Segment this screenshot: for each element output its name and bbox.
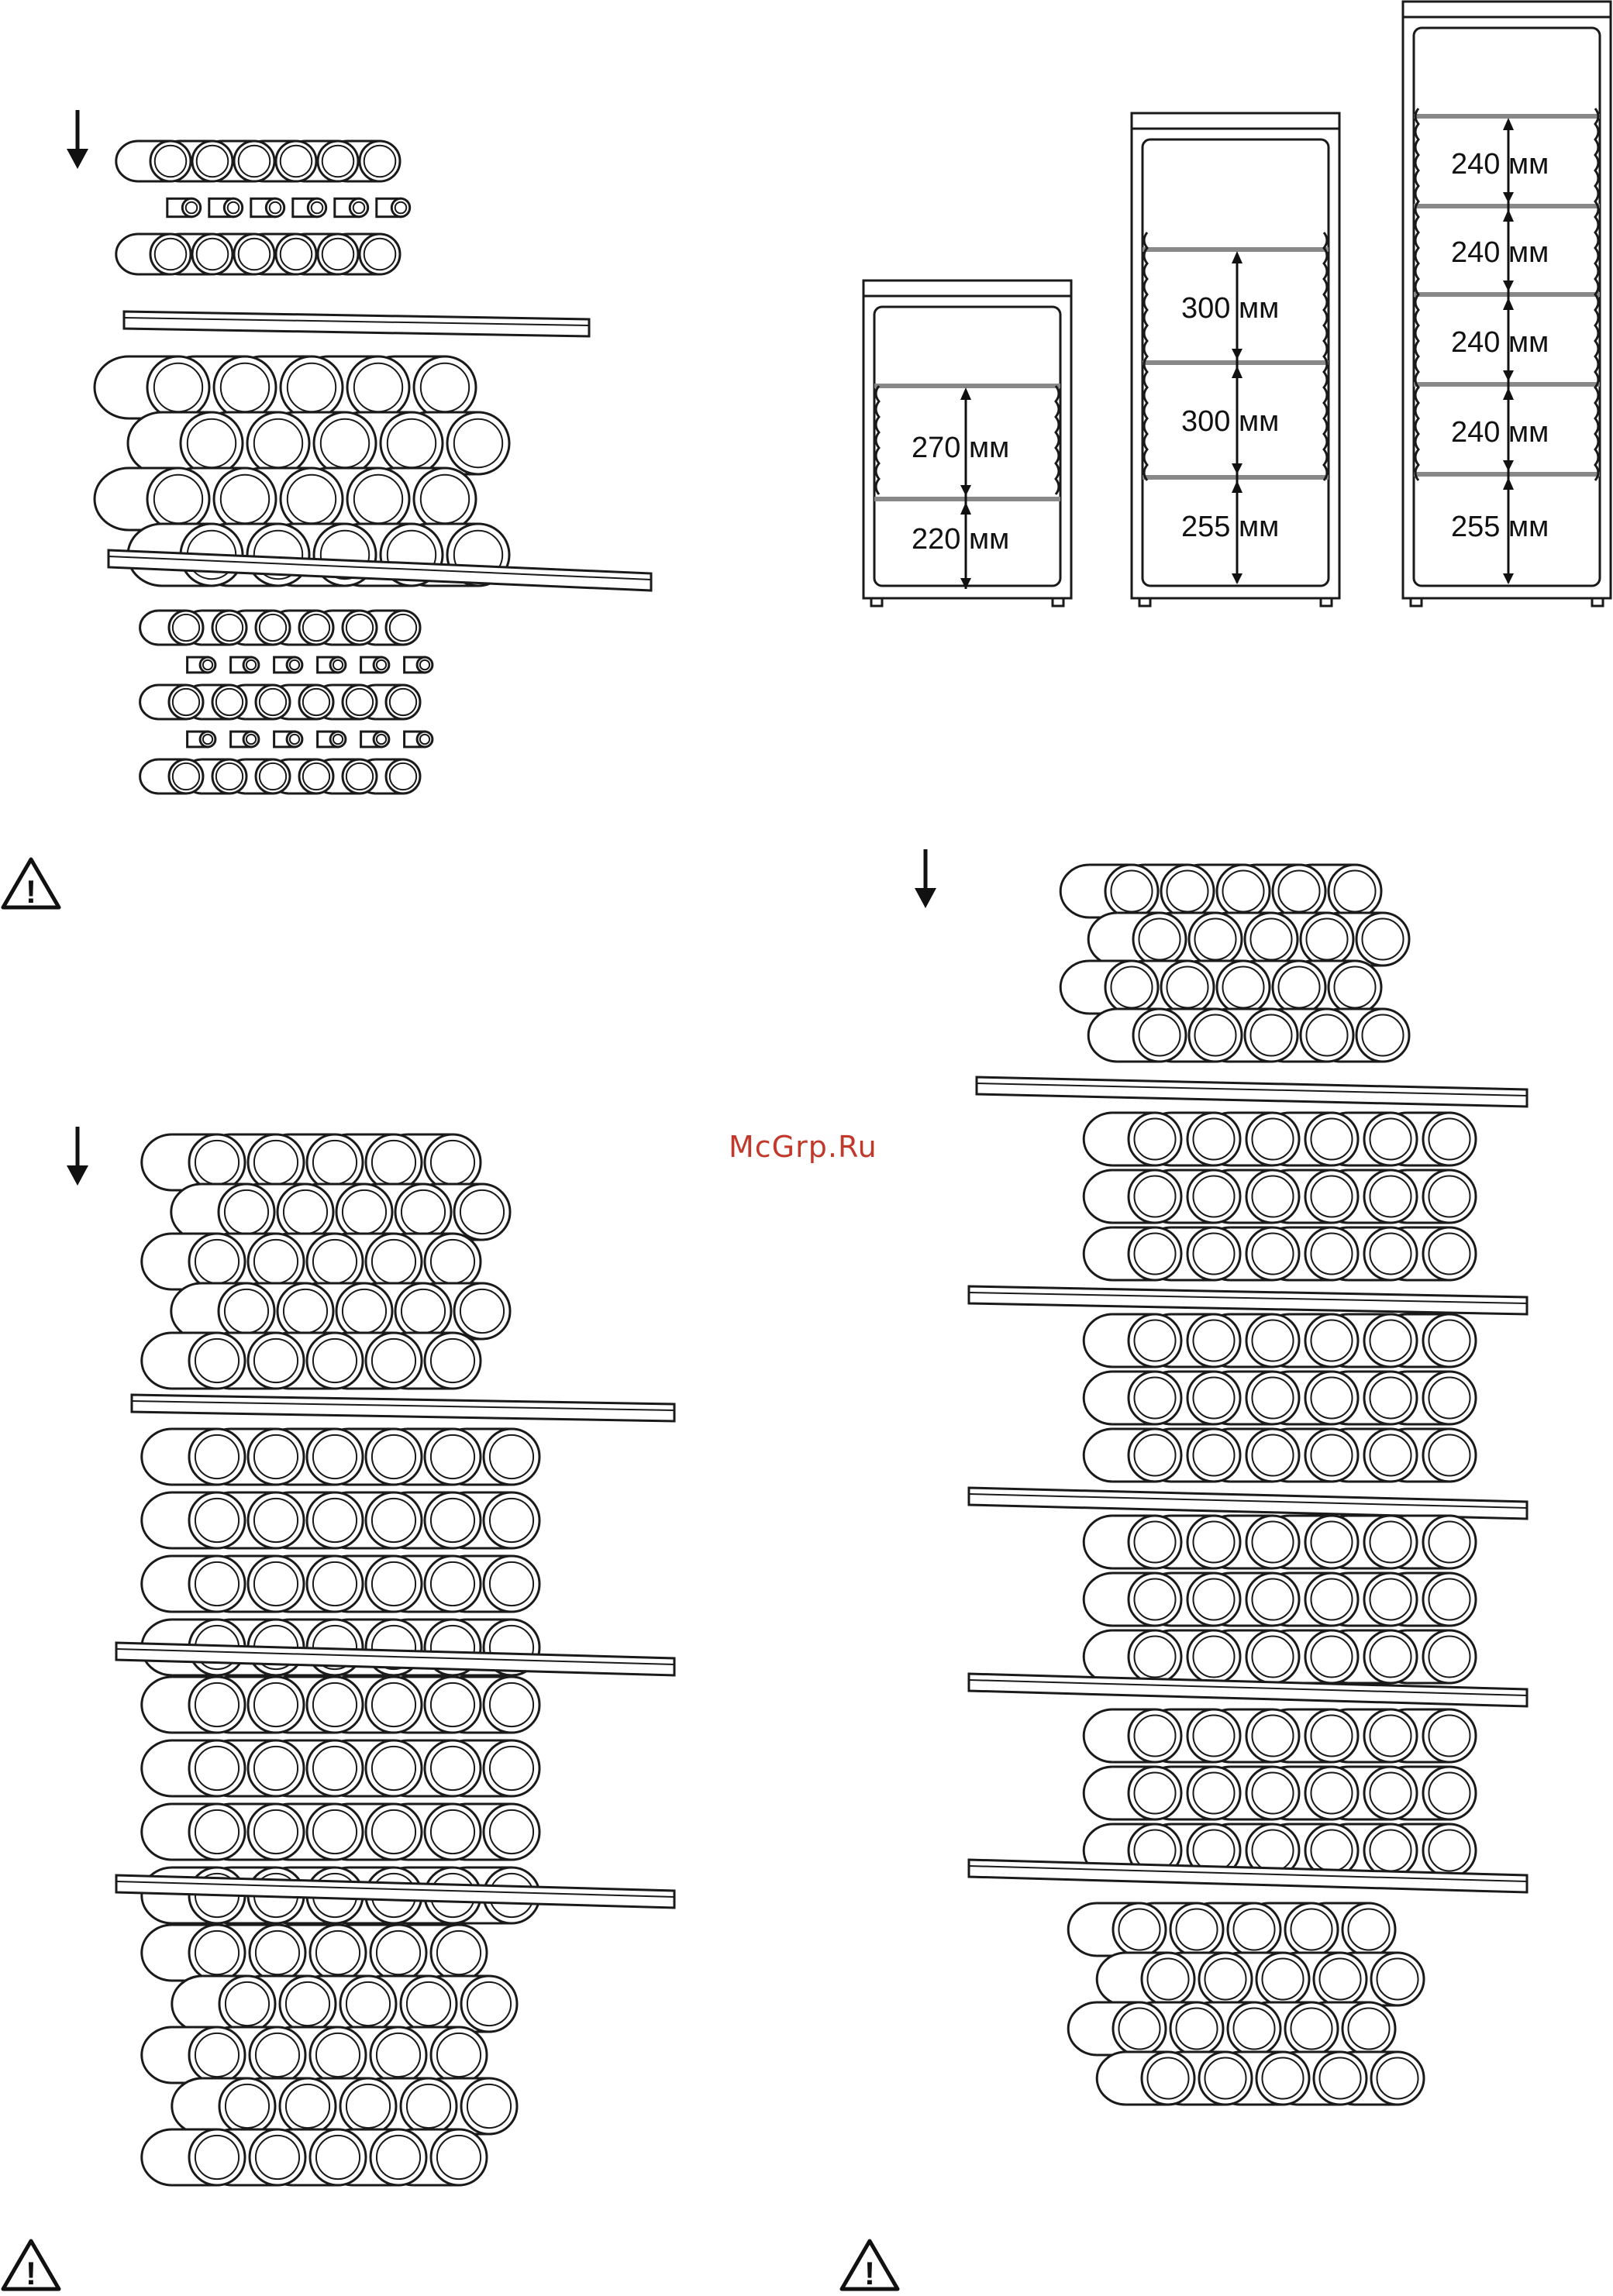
bottle-neck [188,731,215,747]
bottle [1088,913,1186,966]
bottle-neck [209,198,243,216]
bottle [1060,865,1158,917]
bottle [1084,1709,1181,1762]
bottle [1060,961,1158,1014]
bottle [142,1740,245,1796]
small-cabinet-label-1: 270 мм [912,432,1009,464]
bottle [1084,1170,1181,1223]
shelf [969,1488,1527,1519]
medium-cabinet-label-2: 300 мм [1181,405,1279,438]
shelf [969,1286,1527,1314]
bottle [1068,2002,1166,2055]
down-arrow-icon [62,108,93,170]
bottle-stack-illustration [953,845,1558,2170]
bottle [142,1804,245,1860]
bottle [1084,1227,1181,1280]
bottle-neck [274,731,302,747]
tall-cabinet-label-1: 240 мм [1451,148,1549,181]
bottle [142,1234,245,1289]
down-arrow-icon [910,848,941,910]
bottle [142,2027,245,2083]
shelf [132,1395,674,1421]
medium-cabinet-label-1: 300 мм [1181,292,1279,325]
bottle-neck [231,731,259,747]
tall-cabinet-label-3: 240 мм [1451,326,1549,359]
bottle-neck [293,198,326,216]
bottle-neck [377,198,410,216]
tall-cabinet-label-4: 240 мм [1451,416,1549,449]
bottle [95,356,209,418]
bottle [1084,1573,1181,1626]
bottle [1084,1630,1181,1683]
bottle [140,759,203,793]
bottle [142,1134,245,1190]
bottle [1088,1009,1186,1062]
bottle [128,412,243,474]
bottle-neck [274,657,302,673]
bottle-stack-illustration [93,116,682,829]
bottle [1084,1516,1181,1568]
bottle-stack-illustration [101,1116,705,2201]
tall-cabinet-label-2: 240 мм [1451,236,1549,269]
bottle [142,1556,245,1612]
watermark: McGrp.Ru [729,1130,877,1164]
cabinet-dimensions-diagram: 270 мм 220 мм 300 мм 300 мм 255 мм [853,0,1613,620]
bottle-neck [251,198,284,216]
warning-triangle-icon: ! [0,2238,62,2292]
bottle [1084,1314,1181,1367]
bottle-neck [335,198,368,216]
bottle [172,2078,275,2134]
down-arrow-icon [62,1125,93,1187]
medium-cabinet-label-3: 255 мм [1181,511,1279,543]
bottle-neck [167,198,201,216]
bottle [142,1492,245,1548]
bottle [1084,1372,1181,1424]
bottle [142,1925,245,1981]
small-cabinet-label-2: 220 мм [912,523,1009,556]
bottle-neck [405,731,433,747]
bottle [1084,1767,1181,1819]
bottle-neck [188,657,215,673]
bottle [171,1283,274,1339]
shelf [977,1077,1527,1107]
tall-cabinet-label-5: 255 мм [1451,511,1549,543]
bottle [1097,1953,1194,2005]
bottle [142,2129,245,2185]
warning-triangle-icon: ! [839,2238,901,2292]
bottle [171,1184,274,1240]
bottle-neck [318,731,346,747]
bottle-neck [405,657,433,673]
bottle [1084,1113,1181,1165]
shelf [124,312,589,336]
bottle [1068,1903,1166,1956]
bottle-neck [361,657,389,673]
bottle [1097,2052,1194,2105]
bottle [142,1333,245,1389]
bottle [95,468,209,530]
bottle-neck [318,657,346,673]
bottle [142,1677,245,1733]
bottle [116,141,191,181]
bottle [1084,1429,1181,1482]
warning-mark: ! [26,873,36,910]
bottle-neck [231,657,259,673]
bottle [142,1429,245,1485]
bottle [140,611,203,645]
warning-mark: ! [26,2255,36,2291]
warning-triangle-icon: ! [0,856,62,910]
bottle-neck [361,731,389,747]
bottle [172,1976,275,2032]
warning-mark: ! [864,2255,875,2291]
bottle [140,685,203,719]
bottle [116,234,191,274]
